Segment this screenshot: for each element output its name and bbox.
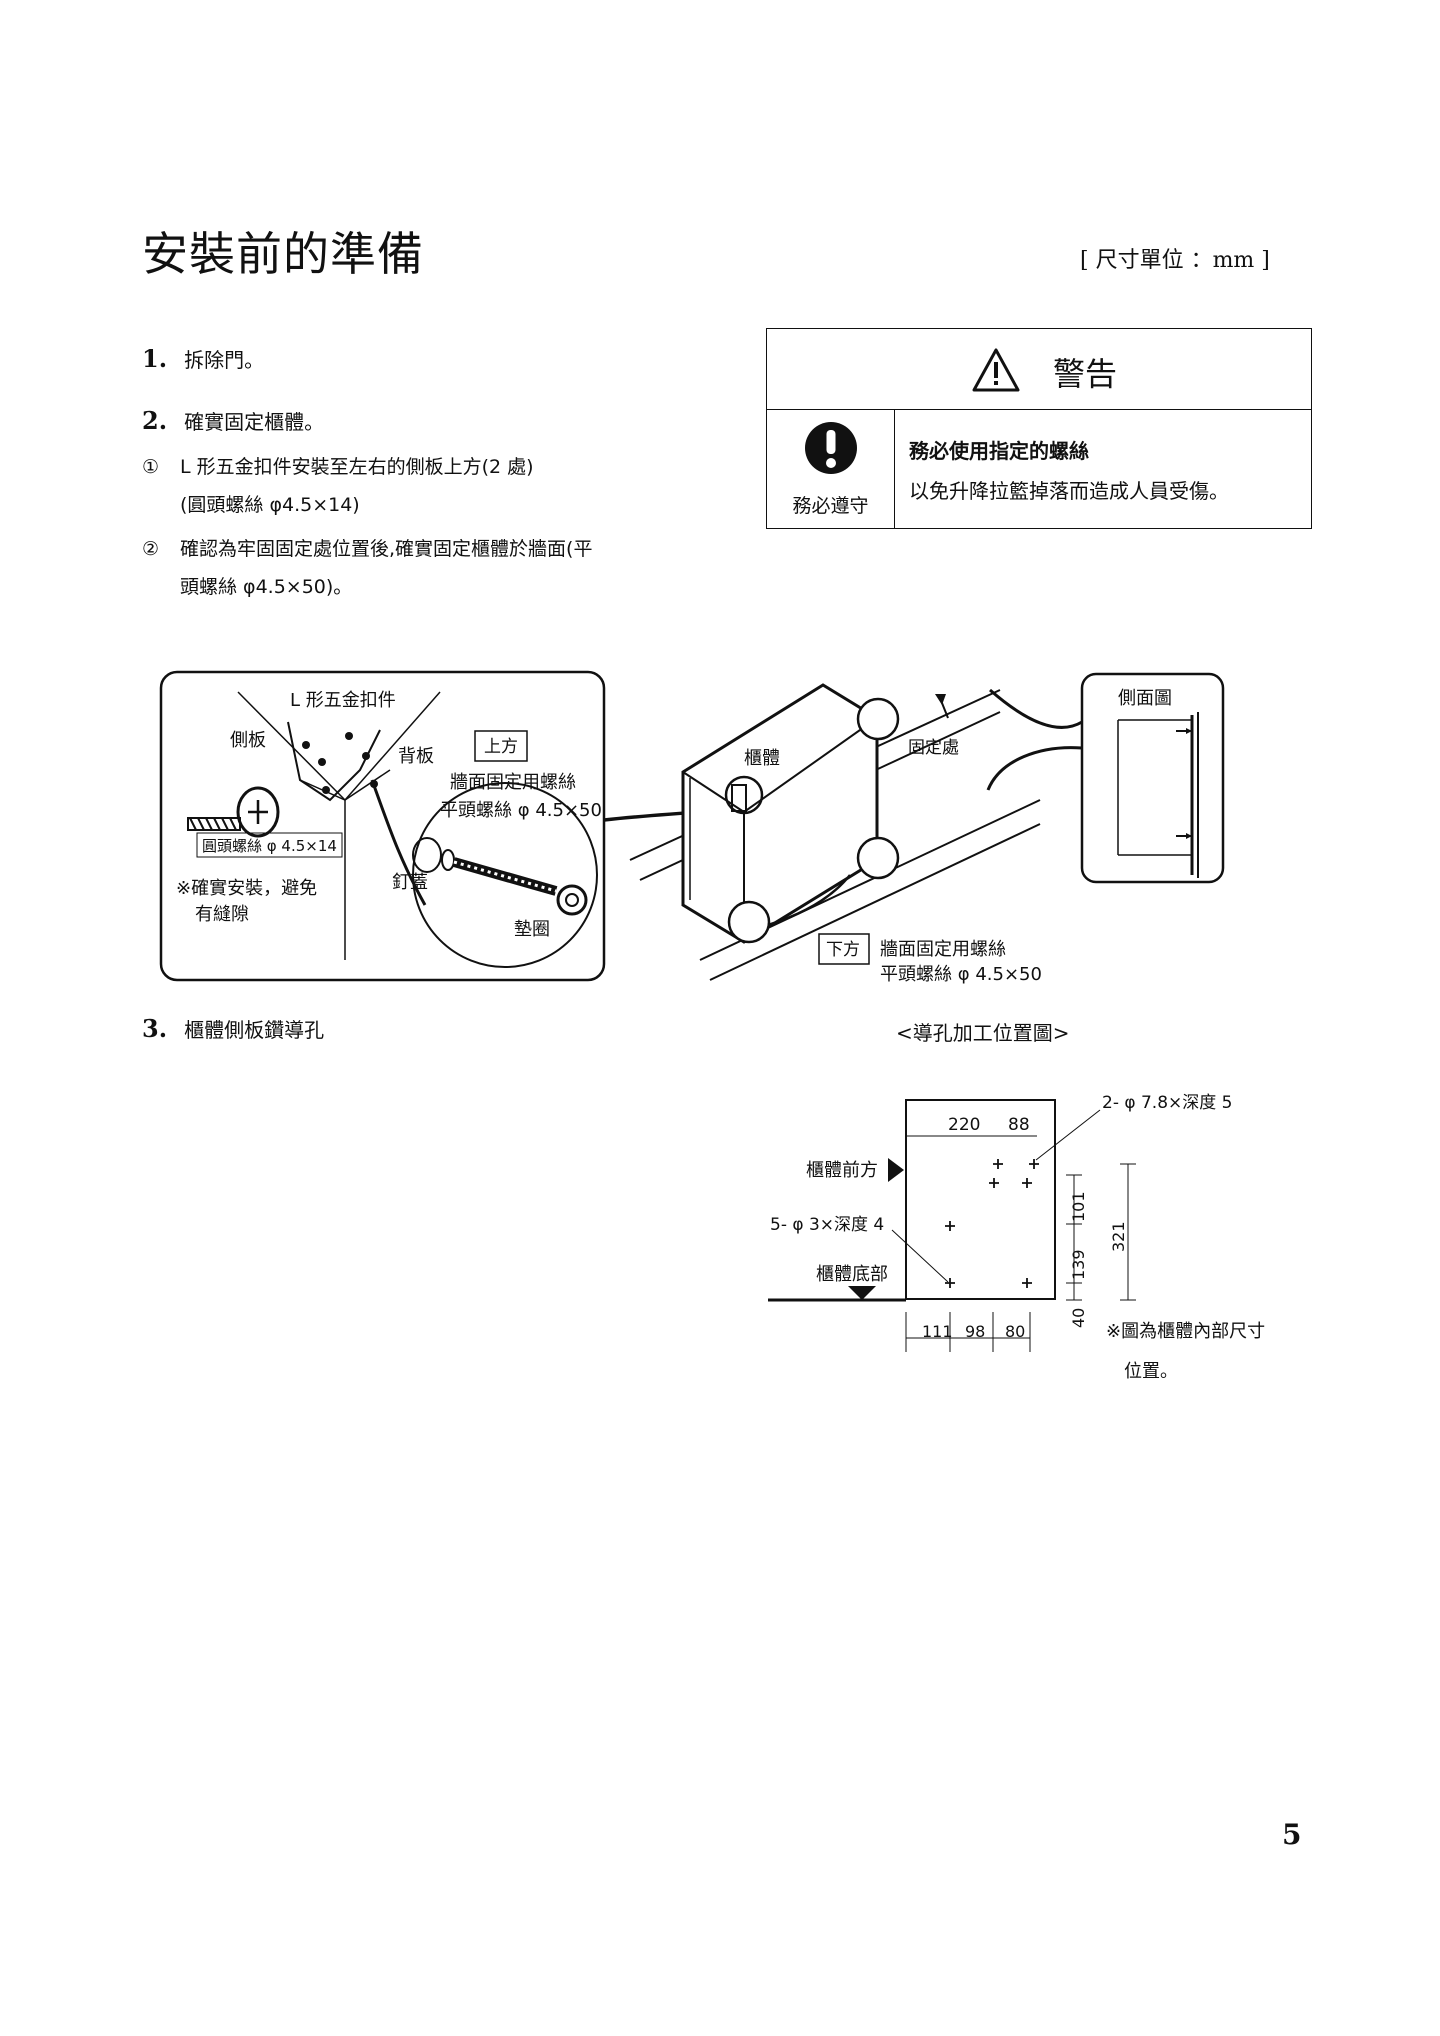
- label-note-1: ※確實安裝，避免: [176, 878, 317, 899]
- label-cabinet: 櫃體: [744, 748, 780, 769]
- substep-marker: ②: [142, 538, 160, 560]
- warning-title: 警告: [1053, 355, 1118, 393]
- label-note-2: 有縫隙: [195, 904, 249, 925]
- substep-line: 頭螺絲 φ4.5×50)。: [180, 576, 353, 598]
- label-front: 櫃體前方: [806, 1160, 878, 1181]
- step-number: 1.: [142, 344, 168, 373]
- label-l-bracket: L 形五金扣件: [290, 690, 396, 711]
- substep-1: ① L 形五金扣件安裝至左右的側板上方(2 處) (圓頭螺絲 φ4.5×14): [142, 448, 534, 516]
- dim-80: 80: [1005, 1322, 1025, 1341]
- hole-note-1: ※圖為櫃體內部尺寸: [1106, 1321, 1265, 1342]
- step-2: 2. 確實固定櫃體。: [142, 406, 324, 435]
- page-title: 安裝前的準備: [142, 227, 424, 281]
- hole-layout-caption: <導孔加工位置圖>: [896, 1021, 1070, 1045]
- label-round-screw: 圓頭螺絲 φ 4.5×14: [202, 837, 337, 855]
- label-bottom: 櫃體底部: [816, 1264, 888, 1285]
- warning-header: 警告: [767, 329, 1311, 410]
- substep-marker: ①: [142, 456, 160, 478]
- warning-box: 警告 務必遵守 務必使用指定的螺絲 以免升降拉籃掉落而造成人員受傷。: [766, 328, 1312, 529]
- warning-badge: 務必遵守: [767, 409, 895, 528]
- label-fix-point: 固定處: [908, 738, 959, 758]
- round-screw-tag: [196, 832, 343, 858]
- front-marker-icon: [888, 1158, 904, 1182]
- step-text: 櫃體側板鑽導孔: [184, 1018, 325, 1042]
- label-bottom-tag: 下方: [826, 940, 860, 960]
- step-1: 1. 拆除門。: [142, 344, 264, 373]
- substep-line: 確認為牢固固定處位置後,確實固定櫃體於牆面(平: [180, 538, 593, 560]
- label-side-view: 側面圖: [1118, 688, 1172, 709]
- warning-triangle-icon: [972, 348, 1020, 392]
- label-wall-screw-top: 牆面固定用螺絲: [450, 772, 576, 793]
- label-top-tag: 上方: [484, 737, 518, 757]
- step-number: 3.: [142, 1014, 168, 1043]
- label-back-panel: 背板: [398, 746, 434, 767]
- dim-111: 111: [922, 1322, 953, 1341]
- label-small-hole: 5- φ 3×深度 4: [770, 1215, 884, 1235]
- substep-2: ② 確認為牢固固定處位置後,確實固定櫃體於牆面(平 頭螺絲 φ4.5×50)。: [142, 530, 592, 598]
- dim-101: 101: [1069, 1191, 1088, 1222]
- dim-139: 139: [1069, 1249, 1088, 1280]
- label-side-panel: 側板: [230, 730, 266, 751]
- round-screw-icon: [187, 786, 280, 838]
- exclamation-icon: [805, 422, 857, 474]
- side-panel-outline: [905, 1099, 1056, 1300]
- warning-badge-label: 務必遵守: [792, 495, 869, 517]
- label-washer: 墊圈: [514, 919, 550, 940]
- dim-321: 321: [1109, 1221, 1128, 1252]
- dim-220: 220: [948, 1115, 980, 1135]
- warning-body: 以免升降拉籃掉落而造成人員受傷。: [909, 479, 1229, 503]
- label-wall-screw-bottom: 牆面固定用螺絲: [880, 939, 1006, 960]
- detail-panel: [159, 670, 606, 982]
- label-flat-screw-bottom: 平頭螺絲 φ 4.5×50: [880, 964, 1042, 985]
- unit-note: [ 尺寸單位 ：mm ]: [1080, 248, 1270, 273]
- long-screw-icon: [441, 849, 558, 896]
- step-3: 3. 櫃體側板鑽導孔: [142, 1014, 324, 1043]
- bottom-tag-box: [818, 933, 870, 965]
- label-flat-screw-top: 平頭螺絲 φ 4.5×50: [440, 800, 602, 821]
- dim-40: 40: [1069, 1308, 1088, 1328]
- substep-line: L 形五金扣件安裝至左右的側板上方(2 處): [180, 456, 534, 478]
- bottom-marker-icon: [848, 1286, 876, 1300]
- holes: [945, 1159, 1039, 1288]
- substep-line: (圓頭螺絲 φ4.5×14): [180, 494, 360, 516]
- step-text: 確實固定櫃體。: [184, 410, 325, 434]
- dim-98: 98: [965, 1322, 985, 1341]
- magnifier-circle: [412, 782, 598, 968]
- top-tag-box: [474, 730, 528, 762]
- page-number: 5: [1282, 1818, 1302, 1851]
- screw-cap-icon: [412, 837, 442, 873]
- label-big-hole: 2- φ 7.8×深度 5: [1102, 1093, 1232, 1113]
- dim-88: 88: [1008, 1115, 1030, 1135]
- warning-heading: 務必使用指定的螺絲: [909, 439, 1089, 463]
- step-text: 拆除門。: [184, 348, 265, 372]
- bracket-screws: [302, 732, 378, 794]
- step-number: 2.: [142, 406, 168, 435]
- cabinet-drawing: [629, 683, 1041, 981]
- hole-note-2: 位置。: [1124, 1361, 1178, 1382]
- side-view-panel: [1080, 672, 1225, 884]
- label-cap: 釘蓋: [392, 872, 428, 893]
- washer-icon: [556, 884, 588, 916]
